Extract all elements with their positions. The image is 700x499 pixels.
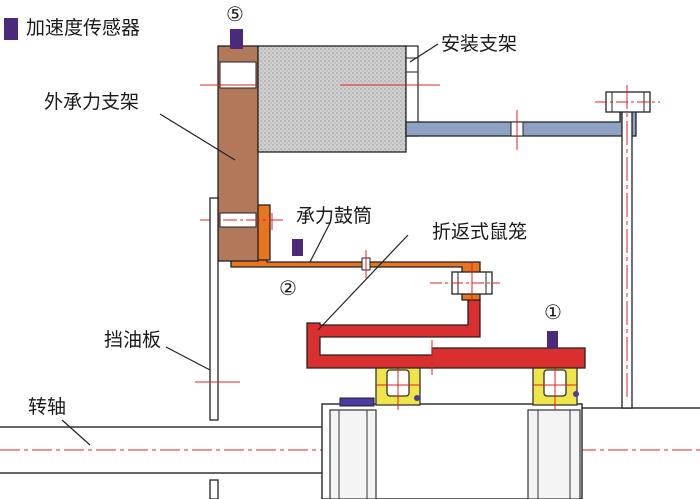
drum-cage-bolt (430, 262, 500, 305)
marker-1: ① (544, 300, 562, 324)
mounting-bracket (257, 45, 440, 153)
outer-bearing-bracket-label: 外承力支架 (44, 91, 140, 113)
folded-squirrel-cage-label: 折返式鼠笼 (432, 221, 528, 243)
legend-sensor-swatch (4, 18, 18, 40)
sensor-2 (292, 239, 303, 256)
bearing-left (375, 360, 421, 410)
leader-lines (61, 43, 439, 446)
legend-label: 加速度传感器 (26, 17, 141, 39)
marker-2: ② (279, 276, 297, 300)
support-post (595, 85, 660, 409)
bearing-drum-label: 承力鼓筒 (296, 205, 373, 227)
shaft-label: 转轴 (28, 396, 67, 418)
oil-baffle-label: 挡油板 (104, 329, 162, 351)
outer-bearing-bracket (200, 45, 285, 262)
folded-squirrel-cage (306, 299, 586, 369)
oil-baffle (195, 197, 240, 499)
shaft (0, 397, 700, 499)
bearing-drum (230, 254, 481, 301)
sensor-1 (547, 331, 558, 349)
marker-5: ⑤ (226, 2, 244, 26)
sensor-5 (230, 29, 243, 49)
mount-bracket-label: 安装支架 (441, 33, 518, 55)
